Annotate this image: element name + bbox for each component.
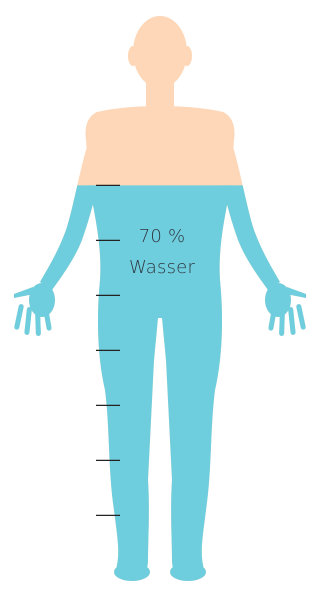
substance-label: Wasser (112, 257, 212, 278)
percentage-label: 70 % (112, 226, 212, 247)
